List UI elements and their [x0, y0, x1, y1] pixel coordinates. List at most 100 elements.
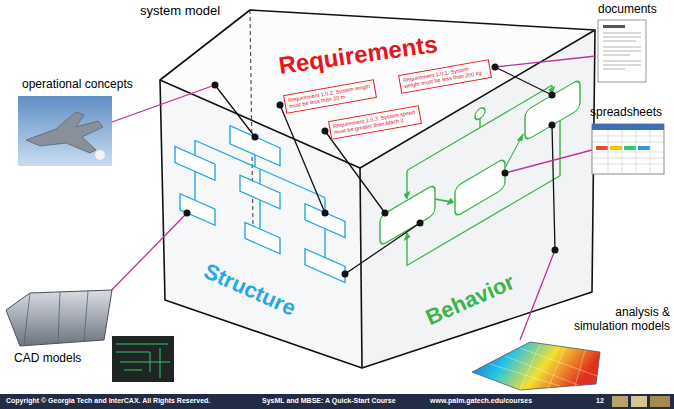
spreadsheet-picture	[610, 146, 622, 150]
cube-face	[360, 30, 595, 368]
cube-outline	[160, 10, 595, 368]
trace-line	[345, 223, 420, 274]
trace-dot	[549, 122, 556, 129]
structure-tree	[175, 147, 215, 181]
spreadsheet-picture	[592, 136, 664, 137]
cad-picture	[24, 291, 88, 344]
activity-diagram	[505, 134, 523, 168]
trace-dot	[502, 170, 509, 177]
cube-outline	[160, 10, 595, 168]
spreadsheet-picture	[592, 124, 664, 130]
activity-diagram	[435, 188, 453, 213]
document-picture	[603, 37, 641, 38]
trace-line	[325, 131, 385, 213]
artifact-label: analysis & simulation models	[566, 306, 670, 334]
structure-tree	[305, 204, 345, 238]
trace-line	[552, 125, 555, 250]
spreadsheet-picture	[596, 146, 608, 150]
document-picture	[603, 41, 636, 42]
trace-dot	[322, 210, 329, 217]
cad-picture	[6, 290, 112, 346]
artifact-label: CAD models	[14, 352, 81, 366]
cad-picture	[112, 336, 174, 382]
trace-dot	[184, 210, 191, 217]
analysis-picture	[472, 342, 600, 390]
document-picture	[598, 20, 646, 82]
structure-tree	[245, 222, 280, 253]
footer-text: www.palm.gatech.edu/courses	[430, 397, 532, 405]
footer-bar	[631, 396, 647, 407]
structure-tree	[230, 126, 280, 166]
analysis-picture	[490, 344, 597, 390]
structure-tree	[175, 102, 345, 283]
artifact-label: spreadsheets	[590, 106, 662, 120]
footer-bar	[0, 394, 674, 409]
spreadsheet-picture	[608, 130, 609, 174]
artifact-link	[505, 150, 592, 173]
trace-dot	[184, 64, 559, 278]
trace-dot	[417, 220, 424, 227]
structure-tree	[305, 249, 345, 283]
activity-diagram	[406, 170, 408, 198]
jet-picture	[95, 150, 105, 160]
cad-picture	[6, 290, 174, 382]
document-picture	[603, 69, 625, 70]
trace-dot	[492, 64, 499, 71]
activity-diagram	[407, 121, 560, 266]
trace-dot	[382, 210, 389, 217]
footer-text: SysML and MBSE: A Quick-Start Course	[262, 397, 396, 405]
spreadsheet-picture	[592, 152, 664, 153]
artifact-label: documents	[598, 3, 657, 17]
trace-dot	[252, 134, 259, 141]
page-number: 12	[596, 397, 604, 405]
jet-picture	[26, 112, 103, 153]
spreadsheet-picture	[592, 124, 664, 174]
spreadsheet-picture	[592, 130, 664, 174]
document-picture	[603, 55, 630, 56]
activity-diagram	[380, 50, 580, 281]
document-picture	[603, 65, 641, 66]
document-picture	[598, 20, 646, 82]
footer-bar	[650, 396, 670, 407]
spreadsheet-picture	[622, 130, 623, 174]
artifact-link	[495, 56, 596, 67]
artifact-link	[100, 213, 187, 302]
document-picture	[603, 33, 641, 34]
document-picture	[603, 51, 641, 52]
trace-dot	[549, 92, 556, 99]
artifact-link	[520, 250, 555, 340]
spreadsheet-picture	[592, 164, 664, 165]
jet-picture	[18, 96, 112, 166]
footer-text: Copyright © Georgia Tech and InterCAX. A…	[6, 397, 210, 405]
spreadsheet-picture	[624, 146, 636, 150]
spreadsheet-picture	[650, 130, 651, 174]
trace-line	[280, 105, 325, 213]
spreadsheet-picture	[592, 158, 664, 159]
trace-dot	[277, 102, 284, 109]
trace-dot	[212, 82, 219, 89]
spreadsheet-picture	[636, 130, 637, 174]
spreadsheet-picture	[592, 124, 664, 174]
footer-bar	[612, 396, 628, 407]
document-picture	[603, 33, 641, 69]
artifact-label: operational concepts	[22, 78, 133, 92]
trace-dot	[322, 128, 329, 135]
artifact-link	[100, 56, 596, 340]
trace-line	[215, 85, 255, 137]
trace-line	[495, 67, 552, 95]
trace-dot	[342, 271, 349, 278]
structure-tree	[180, 194, 215, 225]
document-picture	[603, 61, 641, 62]
diagram-caption: system model	[140, 4, 220, 19]
analysis-picture	[472, 342, 600, 390]
footer-bar	[0, 394, 674, 409]
trace-dot	[552, 247, 559, 254]
cube-outline	[160, 30, 595, 368]
cube-face	[160, 10, 595, 368]
document-picture	[603, 47, 641, 48]
cube-outline	[360, 168, 362, 368]
structure-tree	[240, 175, 280, 209]
trace-line	[215, 67, 555, 274]
jet-picture	[18, 96, 112, 166]
